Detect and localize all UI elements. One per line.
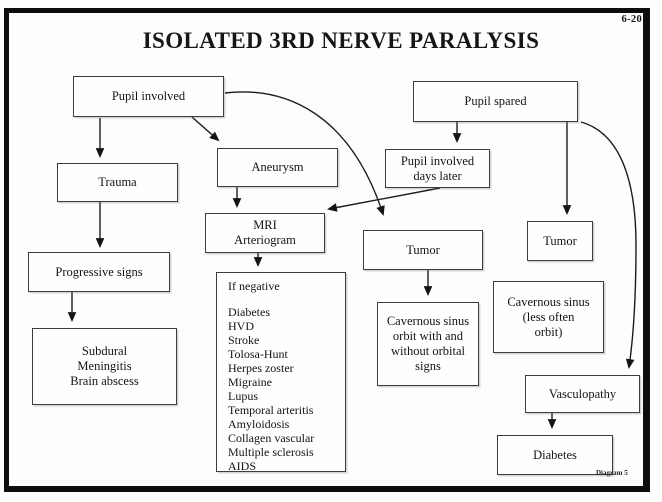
list-item: Multiple sclerosis xyxy=(228,445,314,459)
list-item: Amyloidosis xyxy=(228,417,290,431)
node-label: Subdural Meningitis Brain abscess xyxy=(70,344,139,388)
node-label: Vasculopathy xyxy=(548,386,617,401)
node-trauma: Trauma xyxy=(57,163,178,202)
list-item: Herpes zoster xyxy=(228,361,294,375)
list-item: Lupus xyxy=(228,389,258,403)
node-aneurysm: Aneurysm xyxy=(217,148,338,187)
list-item: Stroke xyxy=(228,333,260,347)
node-subdural-meningitis-abscess: Subdural Meningitis Brain abscess xyxy=(32,328,177,405)
node-cavernous-sinus-orbit: Cavernous sinus orbit with and without o… xyxy=(377,302,479,386)
node-pupil-involved: Pupil involved xyxy=(73,76,224,117)
node-label: Aneurysm xyxy=(251,160,304,174)
node-label: Trauma xyxy=(98,175,137,189)
node-pupil-involved-days-later: Pupil involved days later xyxy=(385,149,490,188)
diagram-title: ISOLATED 3RD NERVE PARALYSIS xyxy=(142,28,540,53)
node-tumor-left: Tumor xyxy=(363,230,483,270)
node-vasculopathy: Vasculopathy xyxy=(525,375,640,413)
list-item: Diabetes xyxy=(228,305,270,319)
list-item: Migraine xyxy=(228,375,272,389)
node-label: MRI Arteriogram xyxy=(234,218,296,247)
node-label: Tumor xyxy=(543,233,577,248)
node-label: Progressive signs xyxy=(55,264,143,279)
node-label: Cavernous sinus (less often orbit) xyxy=(507,294,590,339)
node-tumor-right: Tumor xyxy=(527,221,593,261)
node-label: Diabetes xyxy=(533,447,577,462)
node-label: Tumor xyxy=(406,242,440,257)
page-number: 6-20 xyxy=(621,14,642,25)
node-if-negative-list: If negative Diabetes HVD Stroke Tolosa-H… xyxy=(216,272,346,473)
node-label: Cavernous sinus orbit with and without o… xyxy=(386,314,470,373)
list-item: Temporal arteritis xyxy=(228,403,314,417)
arrow-pupil-involved-to-aneurysm xyxy=(191,116,220,142)
node-pupil-spared: Pupil spared xyxy=(413,81,578,122)
node-progressive-signs: Progressive signs xyxy=(28,252,170,292)
arrow-days-later-to-mri xyxy=(327,187,441,212)
node-label: Pupil involved days later xyxy=(400,153,475,183)
list-item: Collagen vascular xyxy=(228,431,315,445)
if-negative-heading: If negative xyxy=(228,279,280,293)
node-label: Pupil spared xyxy=(464,94,527,108)
list-item: AIDS xyxy=(228,459,257,473)
list-item: Tolosa-Hunt xyxy=(228,347,288,361)
node-mri-arteriogram: MRI Arteriogram xyxy=(205,213,325,253)
node-label: Pupil involved xyxy=(111,89,186,103)
node-cavernous-sinus-less-often-orbit: Cavernous sinus (less often orbit) xyxy=(493,281,604,353)
node-diabetes: Diabetes xyxy=(497,435,613,475)
diagram-footnote: Diagram 5 xyxy=(596,469,628,477)
list-item: HVD xyxy=(228,319,254,333)
